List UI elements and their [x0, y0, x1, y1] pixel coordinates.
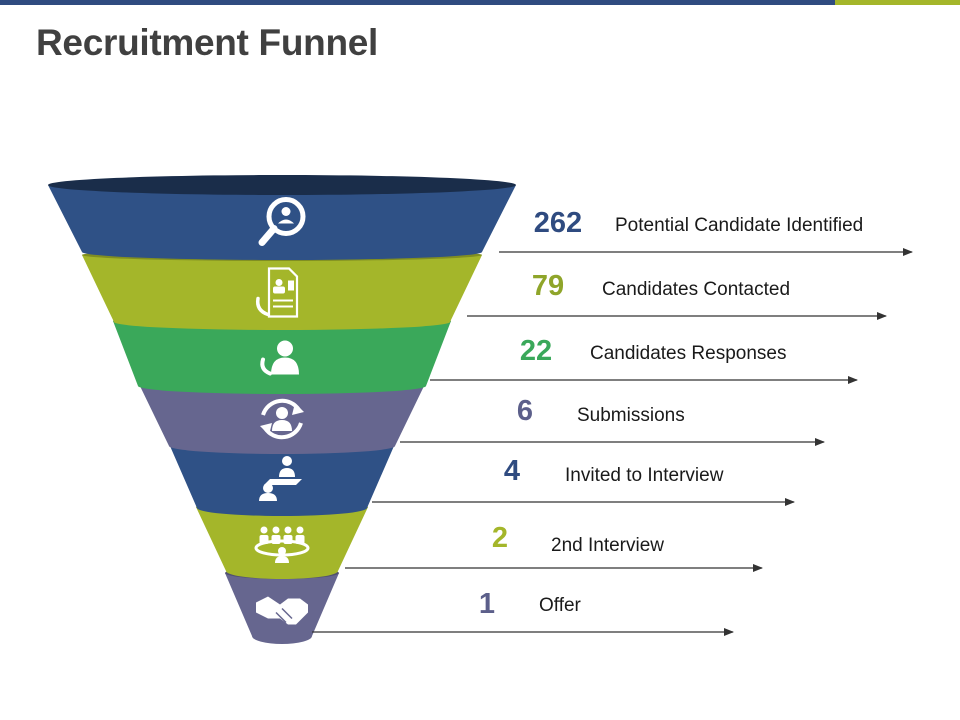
stage-value: 79: [532, 270, 564, 302]
top-accent-bar: [0, 0, 960, 5]
handshake-icon: [256, 596, 308, 625]
stage-value: 4: [504, 455, 520, 487]
stage-label: 2nd Interview: [551, 535, 664, 556]
funnel-layer-body: [113, 321, 451, 394]
funnel-stage-2: [82, 249, 482, 330]
funnel-annotation-1: 262 Potential Candidate Identified: [499, 207, 913, 256]
stage-label: Potential Candidate Identified: [615, 215, 863, 236]
stage-value: 1: [479, 588, 495, 620]
funnel-annotation-5: 4 Invited to Interview: [372, 455, 795, 506]
stage-label: Submissions: [577, 405, 685, 426]
stage-value: 2: [492, 522, 508, 554]
funnel-annotation-7: 1 Offer: [312, 588, 734, 636]
funnel-annotation-2: 79 Candidates Contacted: [467, 270, 887, 320]
stage-label: Offer: [539, 595, 582, 616]
funnel-layer-body: [196, 507, 368, 579]
panel-meeting-icon: [254, 526, 310, 563]
top-accent-bar-secondary: [835, 0, 960, 5]
funnel-stage-1: [48, 175, 516, 260]
stage-label: Candidates Responses: [590, 343, 786, 364]
interview-desk-icon: [259, 456, 302, 501]
funnel-annotation-4: 6 Submissions: [400, 395, 825, 446]
stage-value: 262: [534, 207, 582, 239]
stage-value: 22: [520, 335, 552, 367]
top-accent-bar-primary: [0, 0, 835, 5]
stage-label: Candidates Contacted: [602, 279, 790, 300]
funnel-annotation-3: 22 Candidates Responses: [430, 335, 858, 384]
page-title: Recruitment Funnel: [36, 22, 379, 63]
funnel-layer-rim: [48, 175, 516, 195]
funnel-annotation-6: 2 2nd Interview: [345, 522, 763, 572]
stage-value: 6: [517, 395, 533, 427]
stage-label: Invited to Interview: [565, 465, 724, 486]
person-phone-icon: [260, 340, 299, 376]
person-refresh-icon: [260, 398, 304, 440]
search-user-icon: [258, 197, 306, 246]
resume-document-icon: [255, 267, 299, 318]
